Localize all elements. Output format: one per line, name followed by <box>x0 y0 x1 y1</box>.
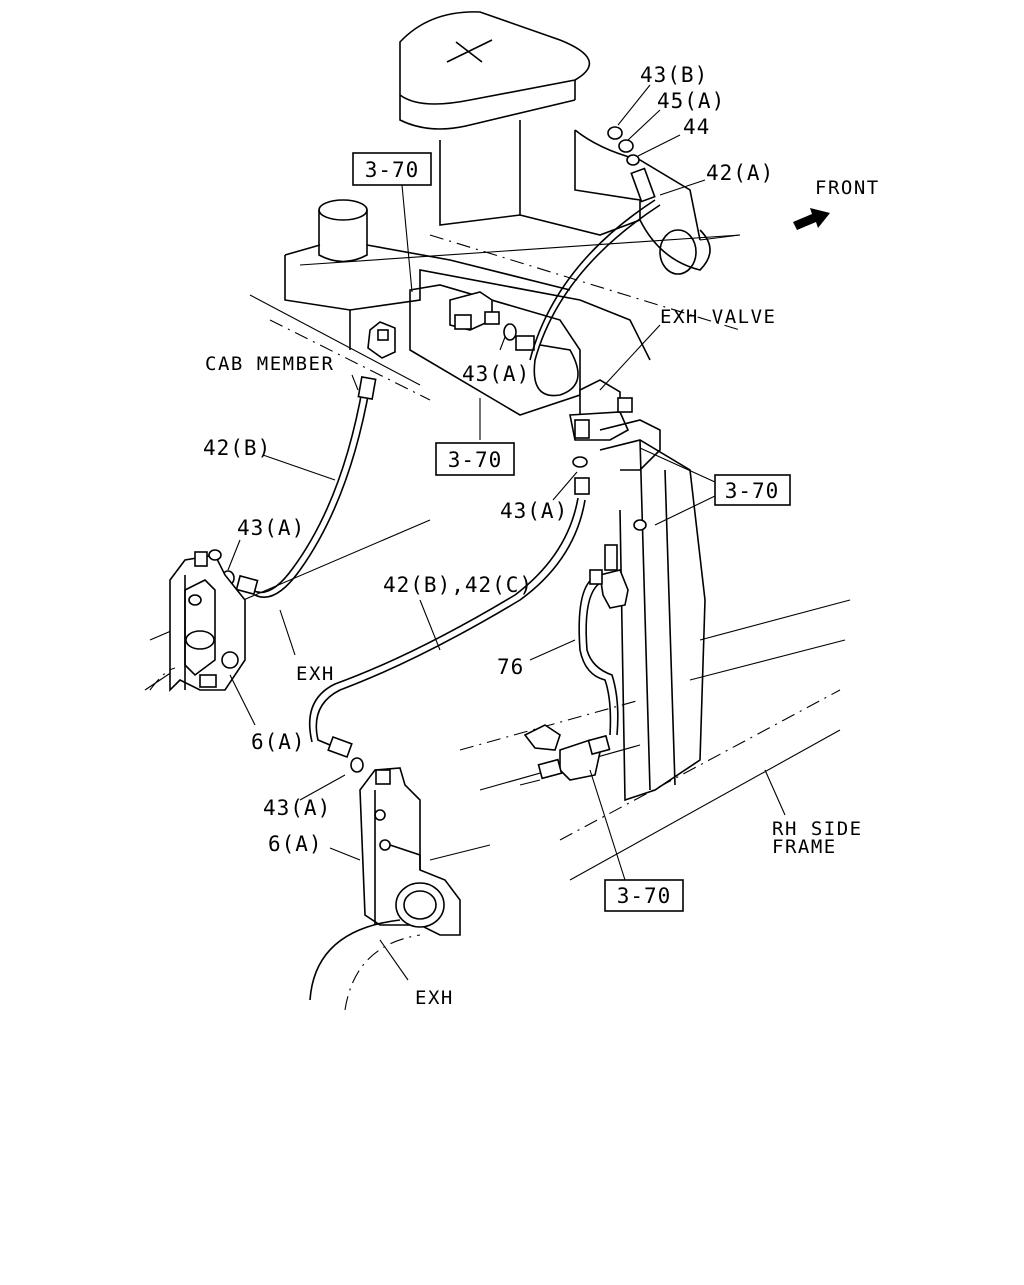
ref-box-2-text: 3-70 <box>448 448 503 472</box>
label-exh-valve: EXH VALVE <box>660 306 776 328</box>
label-exh-bottom: EXH <box>415 987 454 1009</box>
bracket-plate <box>367 284 581 416</box>
label-43a-mid: 43(A) <box>500 499 568 523</box>
label-6a-bottom: 6(A) <box>268 832 323 856</box>
label-43a-bottom: 43(A) <box>263 796 331 820</box>
brake-chamber-left <box>169 549 246 692</box>
pipe-76 <box>578 544 629 736</box>
label-42bc: 42(B),42(C) <box>383 573 533 597</box>
air-cleaner <box>399 11 711 275</box>
exh-valve <box>569 379 661 495</box>
label-76: 76 <box>497 655 524 679</box>
pipe-42bc <box>308 497 586 773</box>
label-cab-member: CAB MEMBER <box>205 353 334 375</box>
ref-box-1-text: 3-70 <box>365 158 420 182</box>
arrow-right-icon <box>793 208 830 230</box>
ref-box-3-text: 3-70 <box>725 479 780 503</box>
engine-block <box>284 199 651 361</box>
frame-lines <box>144 234 851 881</box>
ref-box-1: 3-70 <box>352 152 432 186</box>
label-44: 44 <box>683 115 710 139</box>
label-43b: 43(B) <box>640 63 708 87</box>
label-45a: 45(A) <box>657 89 725 113</box>
label-front: FRONT <box>815 177 880 199</box>
brake-chamber-bottom <box>359 767 461 936</box>
label-rh-side: RH SIDE <box>772 818 863 840</box>
ref-box-4-text: 3-70 <box>617 884 672 908</box>
label-42a: 42(A) <box>706 161 774 185</box>
label-exh-left: EXH <box>296 663 335 685</box>
frame-channel <box>599 439 706 802</box>
lower-tee <box>523 724 611 781</box>
ref-box-4: 3-70 <box>604 879 684 912</box>
exhaust-pipe-bottom <box>149 667 421 1011</box>
label-43a-top: 43(A) <box>462 362 530 386</box>
pipe-42b-left <box>221 376 377 598</box>
label-43a-left: 43(A) <box>237 516 305 540</box>
ref-box-2: 3-70 <box>435 442 515 476</box>
label-frame: FRAME <box>772 836 837 858</box>
pipe-42a <box>529 126 661 397</box>
ref-box-3: 3-70 <box>714 474 791 506</box>
leader-lines <box>227 84 786 981</box>
label-6a-left: 6(A) <box>251 730 306 754</box>
label-42b: 42(B) <box>203 436 271 460</box>
part-labels: 43(B) 45(A) 44 42(A) FRONT EXH VALVE CAB… <box>203 63 880 1009</box>
